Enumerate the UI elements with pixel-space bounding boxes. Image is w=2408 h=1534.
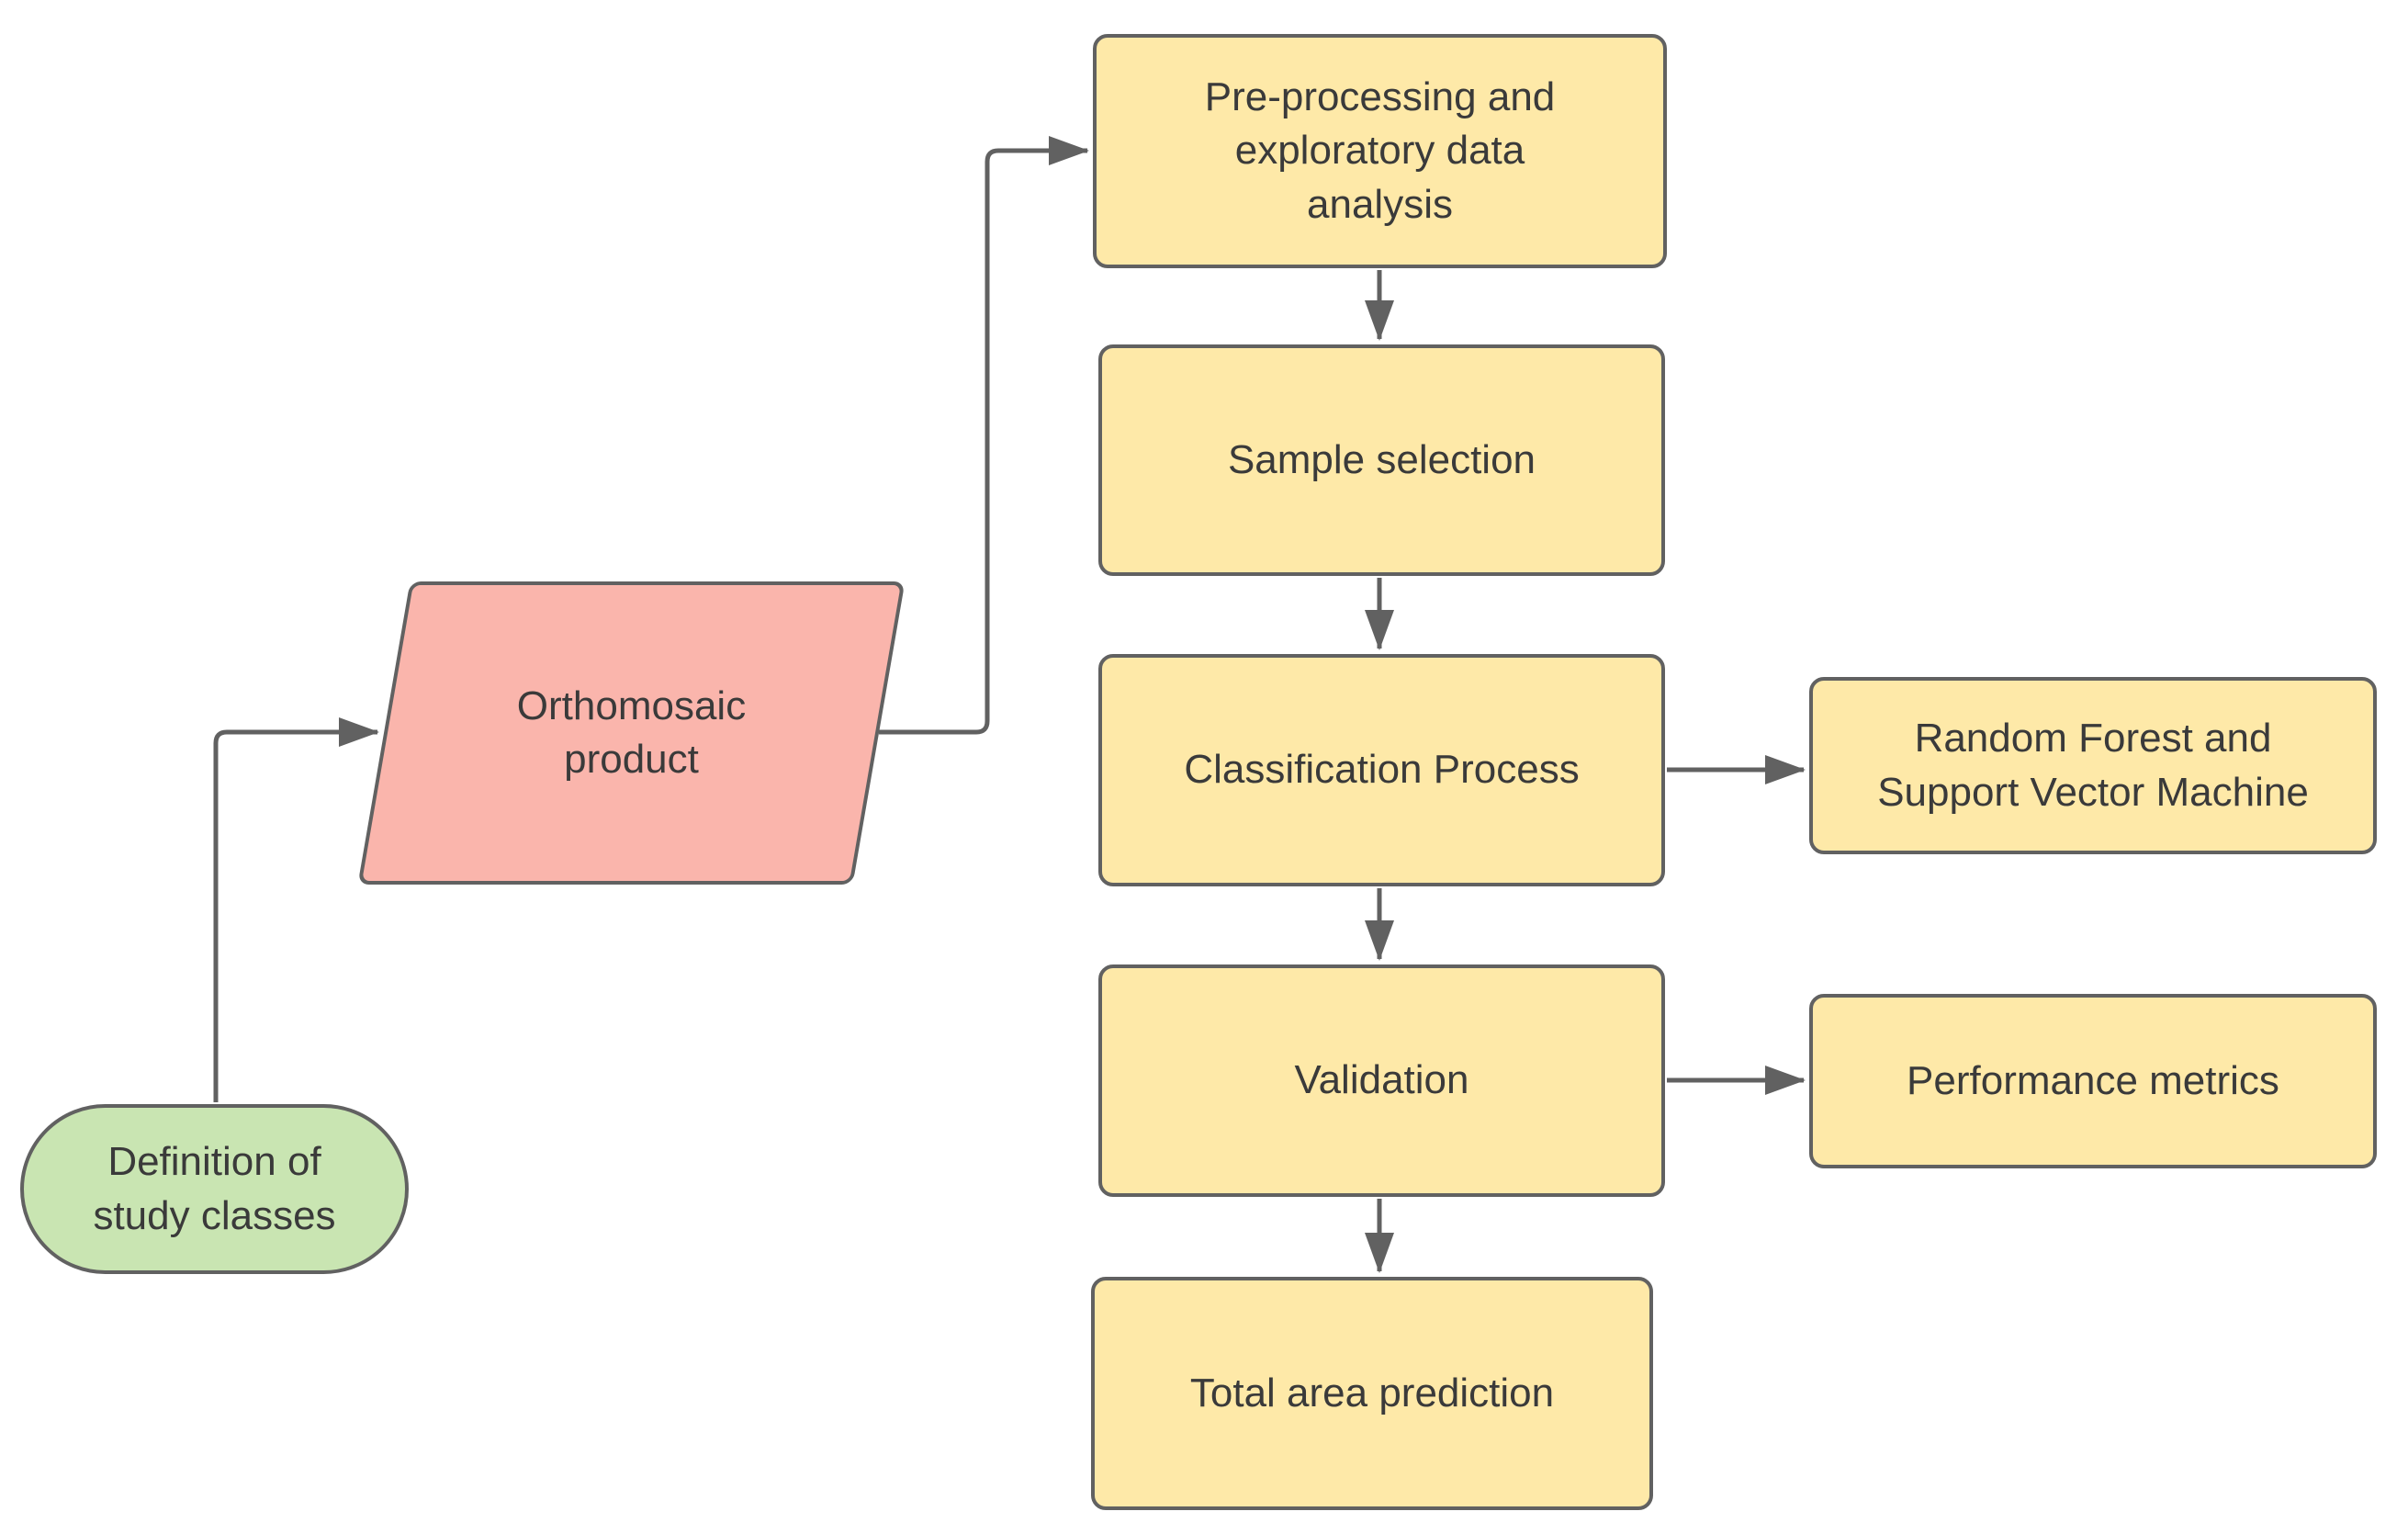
start-node-label: Definition of study classes	[93, 1139, 336, 1238]
rf-svm-box: Random Forest and Support Vector Machine	[1809, 677, 2377, 854]
validation-box: Validation	[1098, 964, 1665, 1197]
start-node: Definition of study classes	[20, 1104, 409, 1274]
preprocessing-box-label: Pre-processing and exploratory data anal…	[1204, 74, 1556, 227]
orthomosaic-node-label: Orthomosaic product	[516, 682, 747, 782]
classification-box-label: Classification Process	[1184, 747, 1580, 793]
classification-box: Classification Process	[1098, 654, 1665, 886]
validation-box-label: Validation	[1294, 1057, 1469, 1103]
edge-start-to-orthomosaic	[213, 717, 379, 1102]
performance-metrics-box-label: Performance metrics	[1907, 1057, 2279, 1103]
orthomosaic-node-label-wrap: Orthomosaic product	[384, 581, 879, 885]
total-area-box: Total area prediction	[1091, 1277, 1653, 1510]
performance-metrics-box: Performance metrics	[1809, 994, 2377, 1168]
rf-svm-box-label: Random Forest and Support Vector Machine	[1877, 716, 2309, 815]
preprocessing-box: Pre-processing and exploratory data anal…	[1093, 34, 1667, 268]
sample-selection-box: Sample selection	[1098, 344, 1665, 576]
sample-selection-box-label: Sample selection	[1227, 436, 1536, 482]
total-area-box-label: Total area prediction	[1189, 1370, 1555, 1416]
edge-orthomosaic-to-preprocessing	[879, 136, 1089, 735]
